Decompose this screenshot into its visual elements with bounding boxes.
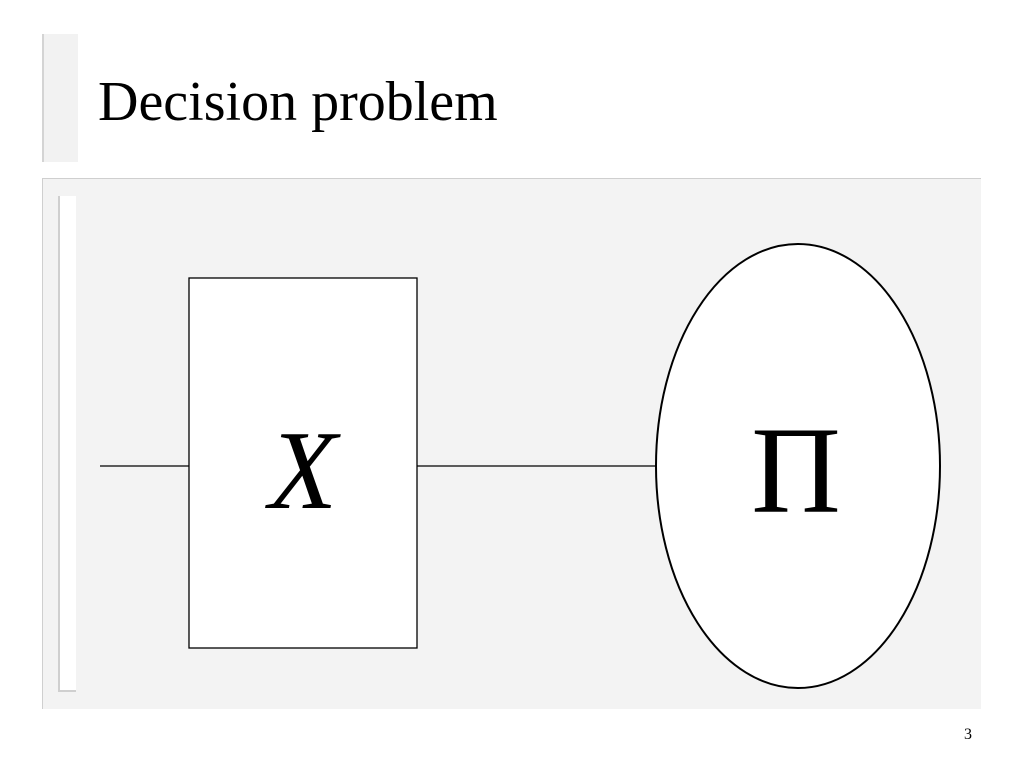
page-number: 3 <box>964 726 972 743</box>
title-accent-bar <box>42 34 78 162</box>
outcome-ellipse-label: Π <box>751 402 841 539</box>
outcome-ellipse <box>655 243 941 689</box>
content-accent-bar <box>58 196 76 692</box>
slide-title: Decision problem <box>98 71 498 133</box>
decision-box-label: X <box>265 409 342 533</box>
decision-box <box>188 277 418 649</box>
